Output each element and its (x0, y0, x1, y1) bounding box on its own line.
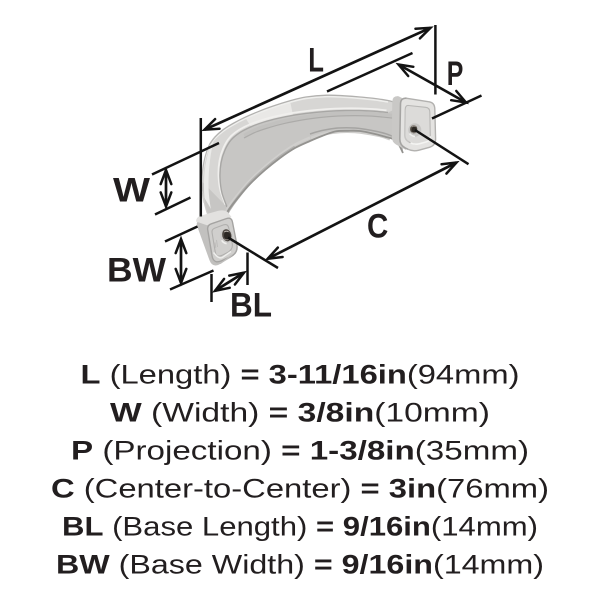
svg-text:BW: BW (107, 252, 167, 290)
svg-text:L: L (308, 42, 324, 80)
svg-text:C: C (367, 207, 388, 245)
svg-text:W: W (113, 172, 151, 210)
svg-text:P (Projection) = 1-3/8in(35mm): P (Projection) = 1-3/8in(35mm) (71, 436, 529, 466)
svg-text:BL: BL (230, 286, 272, 324)
svg-text:W (Width) = 3/8in(10mm): W (Width) = 3/8in(10mm) (110, 398, 490, 428)
svg-text:C (Center-to-Center) = 3in(76m: C (Center-to-Center) = 3in(76mm) (51, 474, 549, 504)
svg-text:BL (Base Length) = 9/16in(14mm: BL (Base Length) = 9/16in(14mm) (62, 512, 538, 542)
svg-text:P: P (447, 55, 464, 93)
svg-text:BW (Base Width) = 9/16in(14mm): BW (Base Width) = 9/16in(14mm) (56, 550, 544, 580)
svg-text:L (Length) = 3-11/16in(94mm): L (Length) = 3-11/16in(94mm) (81, 360, 520, 390)
